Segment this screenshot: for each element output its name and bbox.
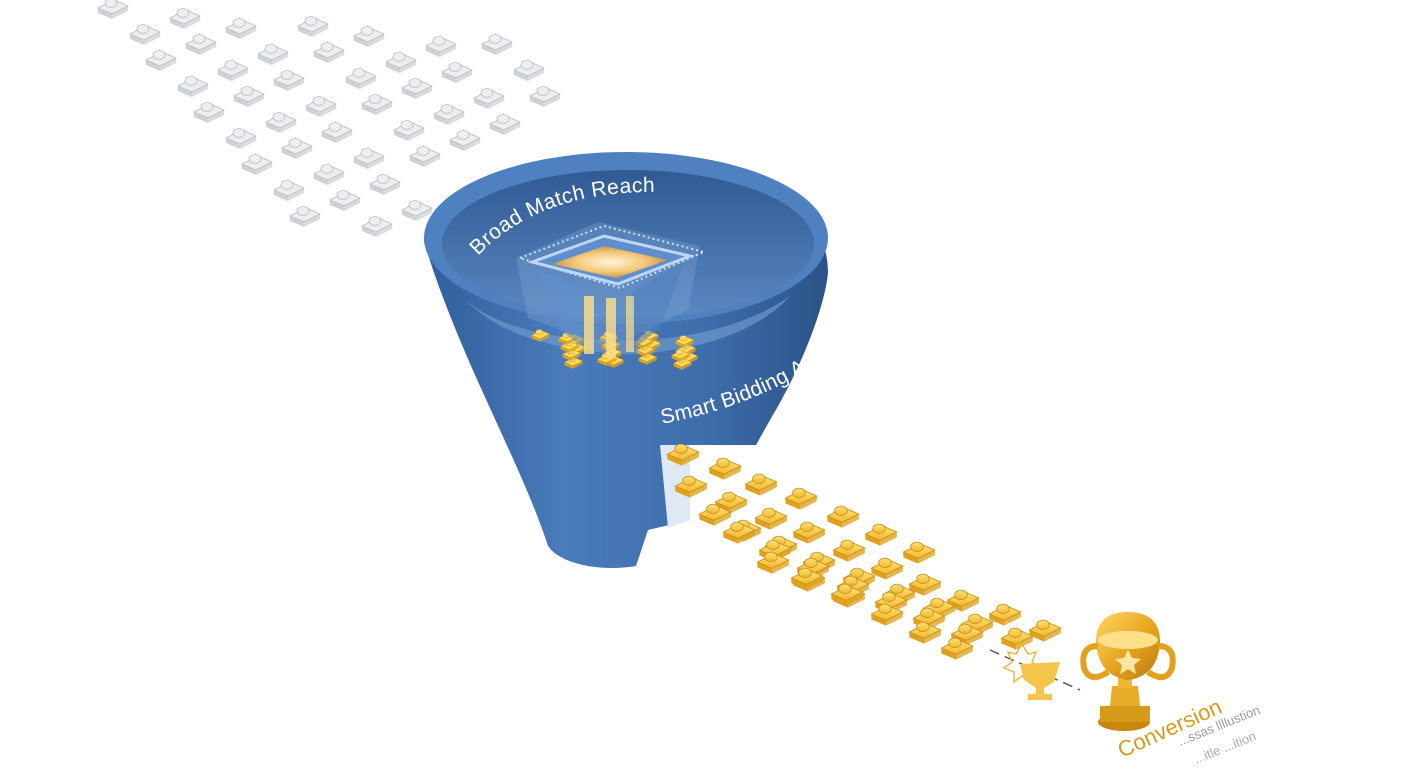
search-query-block-icon: [297, 16, 329, 37]
qualified-query-block-icon: [908, 621, 942, 644]
qualified-query-block-icon: [826, 505, 860, 528]
qualified-query-block-icon: [864, 523, 898, 546]
qualified-query-block-icon: [531, 329, 551, 342]
search-query-block-icon: [313, 164, 345, 185]
search-query-block-icon: [241, 154, 273, 175]
qualified-query-stream: [666, 443, 1062, 660]
qualified-query-block-icon: [946, 589, 980, 612]
search-query-block-icon: [329, 190, 361, 211]
qualified-query-block-icon: [666, 443, 700, 466]
search-query-block-icon: [273, 70, 305, 91]
search-query-block-icon: [129, 24, 161, 45]
search-query-block-icon: [353, 26, 385, 47]
raw-query-stream: [97, 0, 561, 237]
search-query-block-icon: [265, 112, 297, 133]
search-query-block-icon: [473, 88, 505, 109]
search-query-block-icon: [177, 76, 209, 97]
search-query-block-icon: [409, 146, 441, 167]
search-query-block-icon: [193, 102, 225, 123]
search-query-block-icon: [393, 120, 425, 141]
search-query-block-icon: [281, 138, 313, 159]
search-query-block-icon: [489, 114, 521, 135]
qualified-query-block-icon: [744, 473, 778, 496]
ai-filter-core-icon: [516, 222, 708, 358]
trophy-outline-icon: [1020, 662, 1060, 700]
search-query-block-icon: [321, 122, 353, 143]
search-query-block-icon: [289, 206, 321, 227]
search-query-block-icon: [169, 8, 201, 29]
qualified-query-block-icon: [722, 521, 756, 544]
search-query-block-icon: [361, 216, 393, 237]
search-query-block-icon: [257, 44, 289, 65]
funnel-exit-slot: [660, 445, 690, 528]
search-query-block-icon: [441, 62, 473, 83]
search-query-block-icon: [433, 104, 465, 125]
search-query-block-icon: [529, 86, 561, 107]
search-query-block-icon: [449, 130, 481, 151]
qualified-query-block-icon: [1000, 627, 1034, 650]
qualified-query-block-icon: [756, 551, 790, 574]
qualified-query-block-icon: [754, 507, 788, 530]
qualified-query-block-icon: [636, 344, 656, 357]
search-query-block-icon: [97, 0, 129, 19]
search-query-block-icon: [233, 86, 265, 107]
qualified-query-block-icon: [832, 539, 866, 562]
search-query-block-icon: [481, 34, 513, 55]
search-query-block-icon: [225, 18, 257, 39]
qualified-query-block-icon: [675, 335, 695, 348]
trophy-icon: [1080, 612, 1176, 731]
search-query-block-icon: [401, 78, 433, 99]
qualified-query-block-icon: [674, 475, 708, 498]
qualified-query-block-icon: [988, 603, 1022, 626]
search-query-block-icon: [353, 148, 385, 169]
search-query-block-icon: [225, 128, 257, 149]
search-query-block-icon: [185, 34, 217, 55]
search-query-block-icon: [513, 60, 545, 81]
search-query-block-icon: [361, 94, 393, 115]
search-query-block-icon: [425, 36, 457, 57]
qualified-query-block-icon: [870, 557, 904, 580]
search-query-block-icon: [305, 96, 337, 117]
funnel-inner-floor: [466, 296, 790, 354]
search-query-block-icon: [345, 68, 377, 89]
search-query-block-icon: [401, 200, 433, 221]
search-query-block-icon: [369, 174, 401, 195]
qualified-query-block-icon: [671, 349, 691, 362]
qualified-query-block-icon: [708, 457, 742, 480]
qualified-query-block-icon: [1028, 619, 1062, 642]
search-query-block-icon: [217, 60, 249, 81]
search-query-block-icon: [385, 52, 417, 73]
qualified-query-block-icon: [940, 637, 974, 660]
qualified-query-block-icon: [902, 541, 936, 564]
qualified-query-block-icon: [870, 603, 904, 626]
qualified-query-block-icon: [908, 573, 942, 596]
search-query-block-icon: [273, 180, 305, 201]
qualified-query-block-icon: [792, 521, 826, 544]
search-query-block-icon: [145, 50, 177, 71]
conversion-connector: [989, 642, 1081, 700]
qualified-query-block-icon: [784, 487, 818, 510]
search-query-block-icon: [313, 42, 345, 63]
qualified-query-block-icon: [790, 567, 824, 590]
qualified-query-block-icon: [698, 503, 732, 526]
qualified-query-block-icon: [830, 583, 864, 606]
